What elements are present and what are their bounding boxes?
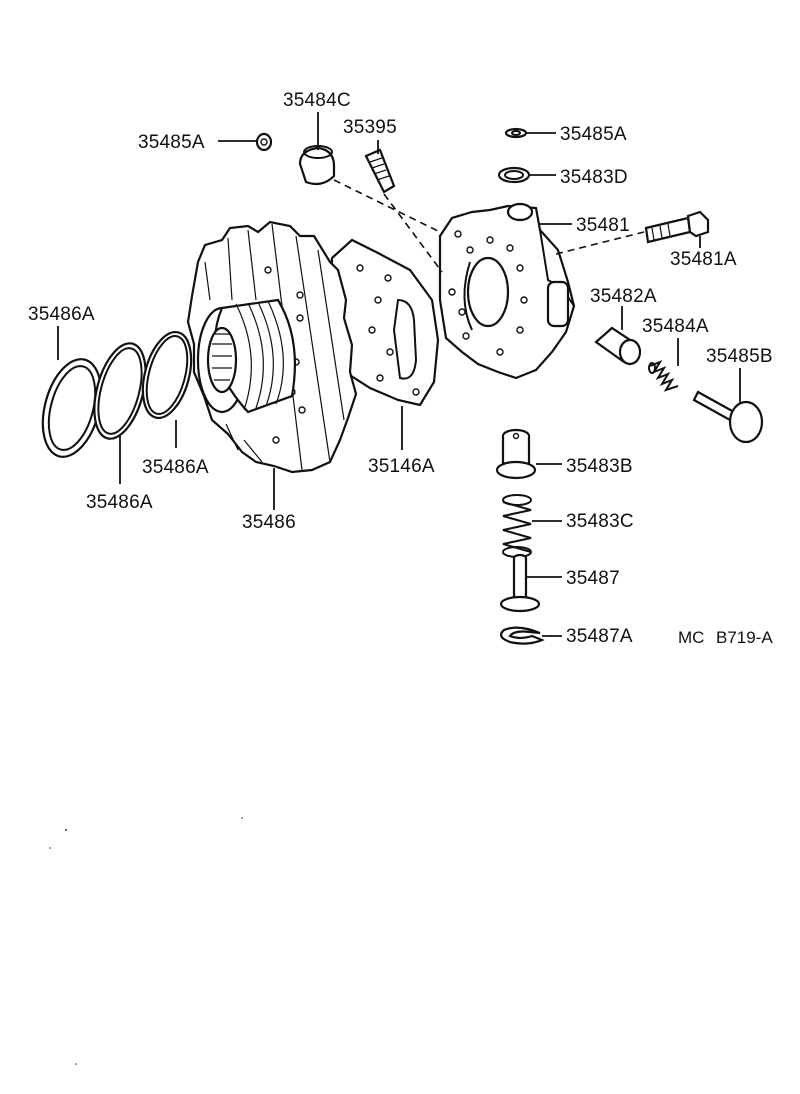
- pump-body: [186, 220, 358, 474]
- label-35485B: 35485B: [706, 346, 773, 367]
- bolt: [644, 210, 710, 244]
- pump-cover: [438, 202, 576, 380]
- relief-valve: [594, 326, 642, 366]
- small-washer-left: [255, 132, 273, 152]
- label-35484C: 35484C: [283, 90, 351, 111]
- label-35395: 35395: [343, 117, 397, 138]
- plug-screw: [364, 148, 396, 194]
- label-35486: 35486: [242, 512, 296, 533]
- spring-large: [502, 494, 532, 558]
- small-washer-right: [504, 127, 528, 139]
- label-35483C: 35483C: [566, 511, 634, 532]
- label-35481A: 35481A: [670, 249, 737, 270]
- reference-code-prefix: MC: [678, 628, 704, 647]
- label-35482A: 35482A: [590, 286, 657, 307]
- label-35485A-left: 35485A: [138, 132, 205, 153]
- seal-ring-inner: [141, 331, 193, 419]
- leader-lines: [57, 112, 741, 637]
- assembly-line-bolt: [555, 231, 645, 255]
- oil-seal: [497, 166, 531, 184]
- label-35487A: 35487A: [566, 626, 633, 647]
- valve-pin: [499, 553, 541, 613]
- valve-sleeve: [495, 428, 537, 480]
- scan-speck: [75, 1063, 77, 1065]
- label-35486A-outer: 35486A: [28, 304, 95, 325]
- label-35483B: 35483B: [566, 456, 633, 477]
- label-35484A: 35484A: [642, 316, 709, 337]
- label-35146A: 35146A: [368, 456, 435, 477]
- scan-speck: [65, 829, 67, 831]
- label-35485A-right: 35485A: [560, 124, 627, 145]
- label-35486A-inner: 35486A: [142, 457, 209, 478]
- scan-speck: [241, 817, 243, 819]
- assembly-line-cap: [333, 179, 441, 233]
- label-35486A-middle: 35486A: [86, 492, 153, 513]
- spring-small: [648, 359, 679, 392]
- label-35487: 35487: [566, 568, 620, 589]
- label-35481: 35481: [576, 215, 630, 236]
- cap-plug: [298, 145, 336, 186]
- label-35483D: 35483D: [560, 167, 628, 188]
- scan-speck: [49, 847, 51, 849]
- assembly-line-screw: [383, 193, 443, 273]
- valve-stem: [692, 390, 764, 444]
- snap-clip: [500, 626, 545, 645]
- reference-code: B719-A: [716, 628, 773, 647]
